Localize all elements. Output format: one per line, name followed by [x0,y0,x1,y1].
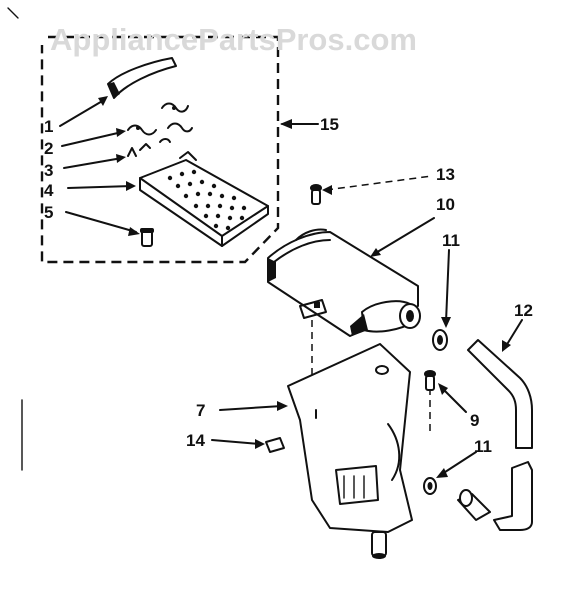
arrow-11a [441,317,451,328]
leader-7 [219,405,283,411]
leader-3 [63,157,123,169]
arrow-3 [116,154,126,163]
part-3-fasteners [127,138,171,157]
part-14-clip [265,437,285,453]
leader-1 [59,99,105,127]
part-9-screw [424,370,436,391]
arrow-5 [128,227,140,236]
arrow-9 [438,383,448,395]
arrow-4 [126,181,136,191]
watermark-text: AppliancePartsPros.com [50,22,417,57]
arrow-1 [98,96,108,106]
leader-11b [441,451,477,475]
leader-11a [445,249,450,323]
arrow-15 [280,119,292,129]
callout-2: 2 [44,139,53,158]
leader-13 [325,175,433,191]
arrow-2 [116,128,126,137]
corner-mark [7,7,19,19]
arrow-14 [255,439,265,449]
part-12-tube [467,339,533,531]
callout-11-upper: 11 [442,231,460,250]
part-7-bracket [287,343,413,559]
leader-4 [67,185,133,189]
arrow-12 [502,340,511,352]
part-2-clips [127,102,193,136]
kit-dashed-box [40,35,280,264]
callout-5: 5 [44,203,53,222]
leader-9 [441,387,467,413]
leader-5 [65,211,137,233]
arrow-10 [370,248,381,257]
arrow-13 [322,185,332,195]
part-5-screw [140,228,154,247]
leader-10 [373,217,435,255]
callout-13: 13 [436,165,455,184]
part-10-housing [267,228,421,337]
part-1-cover [107,57,177,99]
arrow-11b [436,468,448,478]
callout-10: 10 [436,195,455,214]
arrow-7 [277,401,288,411]
callout-7: 7 [196,401,205,420]
leader-14 [211,439,261,445]
callout-12: 12 [514,301,533,320]
callout-11-lower: 11 [474,437,492,456]
callout-14: 14 [186,431,205,450]
callout-4: 4 [44,181,54,200]
callout-3: 3 [44,161,53,180]
part-4-perforated-plate [139,151,269,247]
leader-2 [61,131,123,147]
callout-1: 1 [44,117,53,136]
callout-9: 9 [470,411,479,430]
part-11-ring-lower [423,477,491,521]
part-13-screw [310,184,322,205]
callout-15: 15 [320,115,339,134]
leader-12 [505,319,523,347]
part-11-ring-upper [432,329,448,351]
